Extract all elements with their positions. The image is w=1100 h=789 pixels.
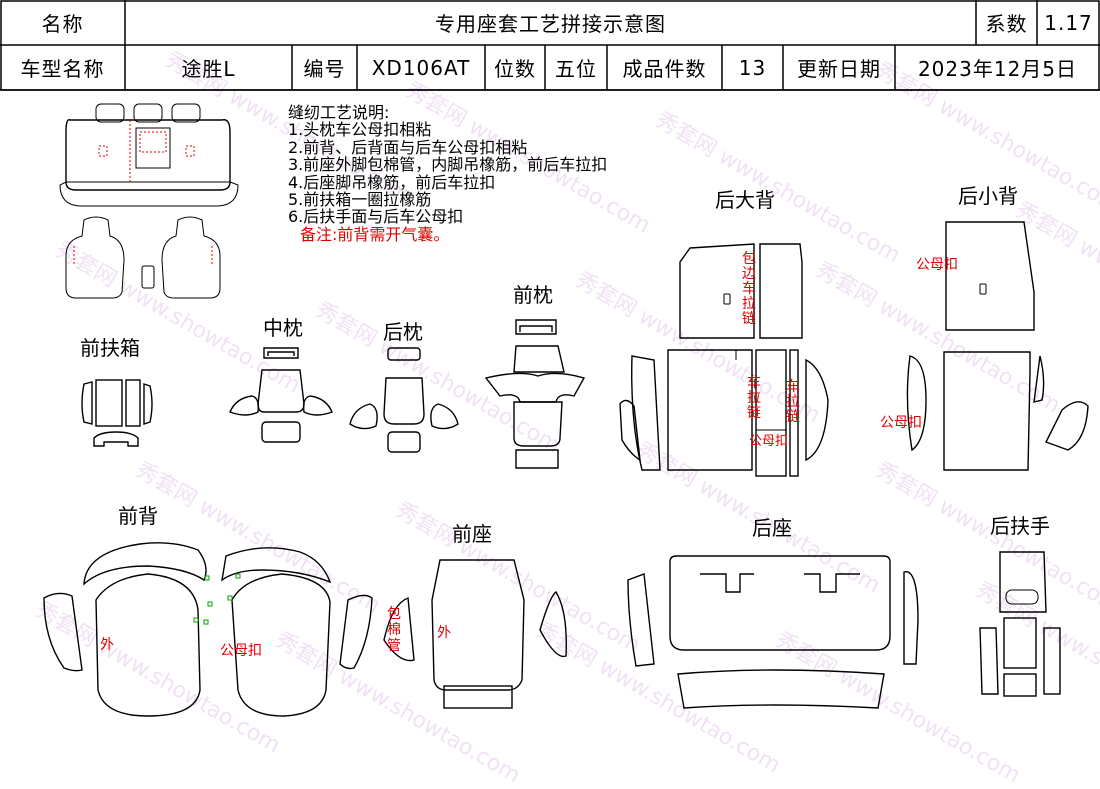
annotation-char: 包 xyxy=(742,251,756,267)
annotation-snap-mid: 公母扣 xyxy=(749,434,789,449)
annotation-char: 棉 xyxy=(387,622,401,638)
annotation-char: 拉 xyxy=(742,296,756,312)
note-item: 5.前扶箱一圈拉橡筋 xyxy=(288,190,432,210)
middle-pillow-pieces xyxy=(229,347,333,443)
seats-label: 位数 xyxy=(494,57,536,81)
rear-pillow-pieces xyxy=(349,347,459,453)
annotation-char: 拉 xyxy=(786,394,800,410)
annotation-outer-front-seat: 外 xyxy=(437,625,451,641)
rear-small-back-pieces xyxy=(906,221,1089,471)
coef-label: 系数 xyxy=(985,12,1028,36)
front-pillow-pieces xyxy=(484,319,586,469)
section-title-rear-big-back: 后大背 xyxy=(715,188,775,212)
annotation-outer-front-back: 外 xyxy=(100,637,114,653)
pattern-diagram xyxy=(43,103,1089,717)
annotation-char: 链 xyxy=(786,409,800,425)
annotation-edge-zip: 包 边 车 拉 链 xyxy=(741,252,757,327)
annotation-char: 链 xyxy=(747,405,761,421)
rear-armrest-pieces xyxy=(979,551,1061,697)
annotation-char: 包 xyxy=(387,606,401,622)
section-title-rear-pillow: 后枕 xyxy=(383,320,423,344)
code-value: XD106AT xyxy=(371,55,471,80)
annotation-char: 管 xyxy=(387,638,401,654)
section-title-front-back: 前背 xyxy=(118,504,158,528)
annotation-snap-small-back: 公母扣 xyxy=(916,257,958,273)
annotation-char: 车 xyxy=(747,375,761,391)
rear-seat-pieces xyxy=(627,555,919,709)
front-armrest-pieces xyxy=(81,379,153,447)
annotation-cotton-tube: 包 棉 管 xyxy=(386,606,402,654)
note-item: 1.头枕车公母扣相粘 xyxy=(288,120,432,140)
front-back-pieces xyxy=(43,542,373,717)
section-title-middle-pillow: 中枕 xyxy=(263,316,303,340)
code-label: 编号 xyxy=(303,57,346,81)
annotation-snap-side: 公母扣 xyxy=(880,415,922,431)
notes-heading: 缝纫工艺说明: xyxy=(288,103,390,122)
header-table xyxy=(0,0,1100,91)
section-title-front-seat: 前座 xyxy=(452,522,492,546)
section-title-front-armrest: 前扶箱 xyxy=(80,336,140,360)
sewing-notes: 缝纫工艺说明: 1.头枕车公母扣相粘 2.前背、后背面与后车公母扣相粘 3.前座… xyxy=(288,103,608,244)
annotation-zip-right: 车 拉 链 xyxy=(785,380,801,425)
page-title: 专用座套工艺拼接示意图 xyxy=(435,12,666,36)
model-label: 车型名称 xyxy=(20,57,105,81)
pieces-label: 成品件数 xyxy=(622,57,707,81)
note-item: 6.后扶手面与后车公母扣 xyxy=(288,207,464,227)
section-title-front-pillow: 前枕 xyxy=(513,283,553,307)
annotation-char: 车 xyxy=(742,281,756,297)
annotation-char: 边 xyxy=(742,266,756,282)
date-label: 更新日期 xyxy=(797,57,881,81)
notes-remark: 备注:前背需开气囊。 xyxy=(300,224,450,244)
section-title-rear-seat: 后座 xyxy=(752,516,792,540)
seats-value: 五位 xyxy=(555,57,597,81)
annotation-char: 拉 xyxy=(747,390,761,406)
annotation-zip-left: 车 拉 链 xyxy=(746,376,762,421)
rear-big-back-pieces xyxy=(619,243,829,477)
annotation-snap-front-back: 公母扣 xyxy=(220,643,262,659)
note-item: 3.前座外脚包棉管，内脚吊橡筋，前后车拉扣 xyxy=(288,155,608,175)
date-value: 2023年12月5日 xyxy=(917,57,1078,81)
note-item: 2.前背、后背面与后车公母扣相粘 xyxy=(288,137,528,157)
note-item: 4.后座脚吊橡筋，前后车拉扣 xyxy=(288,172,496,192)
section-title-rear-small-back: 后小背 xyxy=(958,184,1018,208)
section-title-rear-armrest: 后扶手 xyxy=(990,514,1050,538)
pieces-value: 13 xyxy=(738,55,767,80)
model-value: 途胜L xyxy=(181,57,236,81)
annotation-char: 链 xyxy=(742,311,756,327)
name-label: 名称 xyxy=(41,12,84,36)
front-seat-pieces xyxy=(383,559,567,709)
annotation-char: 车 xyxy=(786,379,800,395)
seat-overview xyxy=(59,103,239,299)
coef-value: 1.17 xyxy=(1044,10,1093,35)
